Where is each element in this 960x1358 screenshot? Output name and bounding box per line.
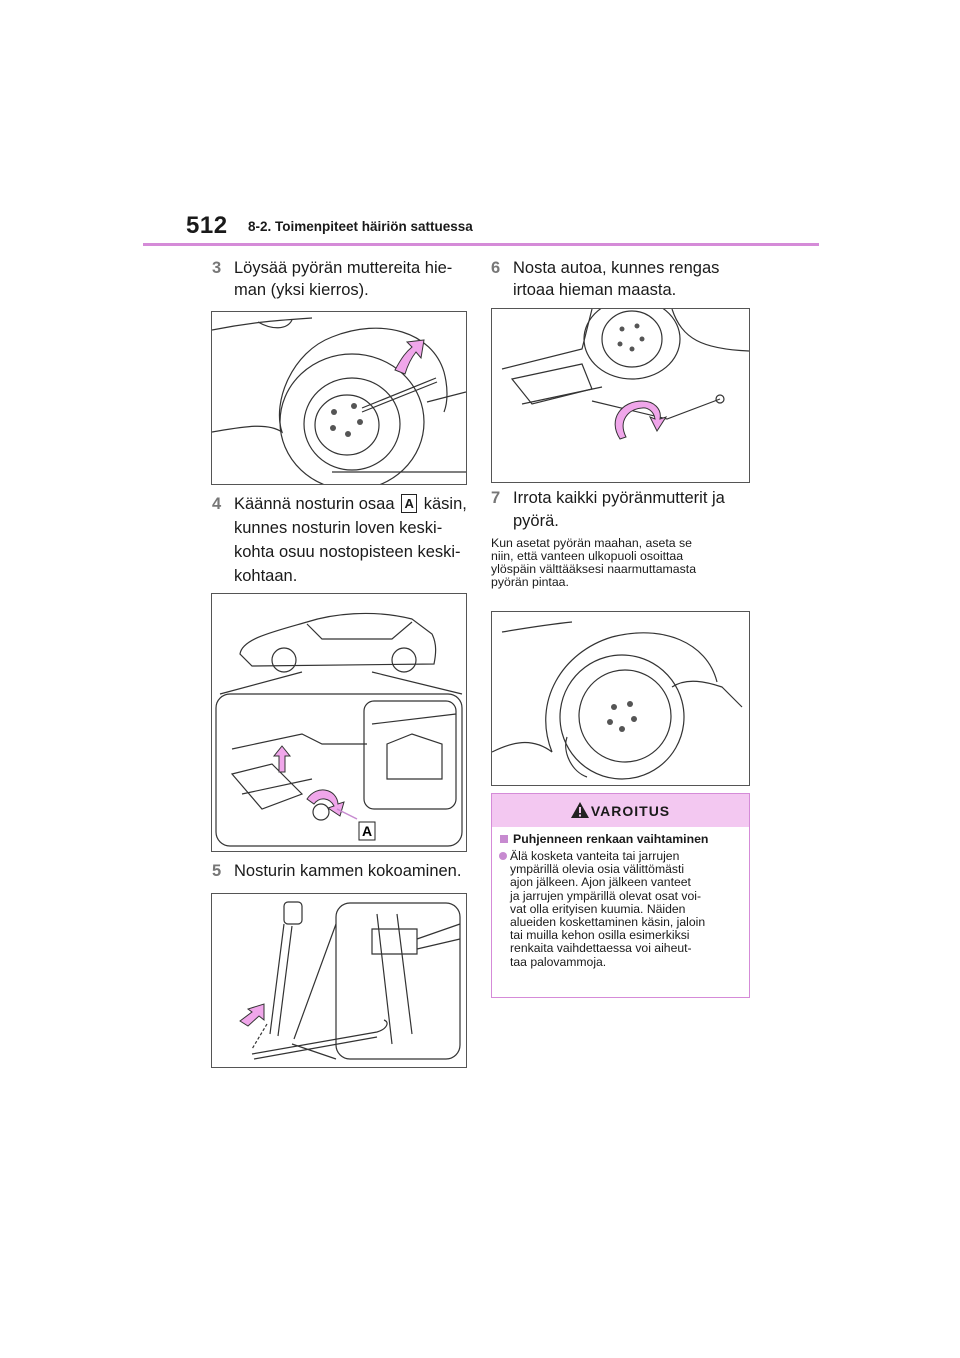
warning-line: renkaita vaihdettaessa voi aiheut- [510, 941, 692, 956]
step-text-part: Käännä nosturin osaa [234, 495, 395, 513]
section-title: 8-2. Toimenpiteet häiriön sattuessa [248, 219, 473, 234]
step-text-line: kunnes nosturin loven keski- [234, 519, 443, 537]
step-text-line: pyörä. [513, 512, 559, 530]
callout-a-label: A [401, 494, 418, 513]
step-text-line: kohtaan. [234, 567, 298, 585]
warning-line: taa palovammoja. [510, 954, 607, 969]
warning-line: Älä kosketa vanteita tai jarrujen [510, 849, 680, 863]
warning-line: ajon jälkeen. Ajon jälkeen vanteet [510, 875, 691, 890]
note-line: pyörän pintaa. [491, 575, 569, 589]
warning-title: VAROITUS [590, 803, 671, 819]
step-text-line: Nosta autoa, kunnes rengas [513, 259, 720, 277]
note-line: ylöspäin välttääksesi naarmuttamasta [491, 562, 697, 576]
warning-subtitle-text: Puhjenneen renkaan vaihtaminen [513, 832, 709, 846]
note-line: niin, että vanteen ulkopuoli osoittaa [491, 549, 684, 563]
warning-subtitle: Puhjenneen renkaan vaihtaminen [500, 832, 708, 846]
warning-body: Älä kosketa vanteita tai jarrujen ympäri… [510, 849, 706, 969]
warning-line: ympärillä olevia osia välittömästi [510, 862, 685, 877]
step-text-part: käsin, [423, 495, 467, 513]
step-number: 7 [491, 489, 501, 507]
callout-a-figure-label: A [362, 823, 372, 839]
step-number: 5 [212, 862, 222, 880]
step-7: 7 Irrota kaikki pyöränmutterit ja pyörä. [491, 487, 761, 531]
figure-raise-vehicle [491, 308, 750, 483]
step-text-line: Löysää pyörän muttereita hie- [234, 259, 453, 277]
round-bullet-icon [499, 852, 507, 860]
warning-line: tai muilla kehon osilla esimerkiksi [510, 928, 690, 943]
figure-jack-handle-assembly [211, 893, 467, 1068]
warning-header: VAROITUS [492, 794, 749, 827]
square-bullet-icon [500, 835, 508, 843]
step-text-line: man (yksi kierros). [234, 281, 369, 299]
warning-line: vat olla erityisen kuumia. Näiden [510, 901, 686, 916]
step-text-line: irtoaa hieman maasta. [513, 281, 677, 299]
figure-loosen-wheel-nuts [211, 311, 467, 485]
warning-line: alueiden koskettaminen käsin, jaloin [510, 915, 706, 930]
figure-jack-position: A [211, 593, 467, 852]
step-number: 3 [212, 259, 222, 277]
step-5: 5 Nosturin kammen kokoaminen. [212, 860, 482, 882]
step-text-line: Nosturin kammen kokoaminen. [234, 862, 462, 880]
step-text-line: Irrota kaikki pyöränmutterit ja [513, 489, 725, 507]
step-text-line: kohta osuu nostopisteen keski- [234, 543, 461, 561]
step-number: 4 [212, 495, 222, 513]
warning-line: ja jarrujen ympärillä olevat osat voi- [510, 888, 702, 903]
step-6: 6 Nosta autoa, kunnes rengas irtoaa hiem… [491, 257, 761, 301]
step-3: 3 Löysää pyörän muttereita hie- man (yks… [212, 257, 472, 301]
figure-remove-wheel [491, 611, 750, 786]
note-paragraph: Kun asetat pyörän maahan, aseta se niin,… [491, 537, 751, 597]
step-number: 6 [491, 259, 501, 277]
step-4: 4 Käännä nosturin osaa A käsin, kunnes n… [212, 493, 482, 585]
warning-box: VAROITUS Puhjenneen renkaan vaihtaminen … [491, 793, 750, 998]
step-text-line: Käännä nosturin osaa A käsin, [234, 493, 467, 515]
warning-triangle-icon [571, 802, 589, 818]
note-line: Kun asetat pyörän maahan, aseta se [491, 536, 692, 550]
page-number: 512 [186, 212, 228, 239]
header-rule [143, 243, 819, 246]
